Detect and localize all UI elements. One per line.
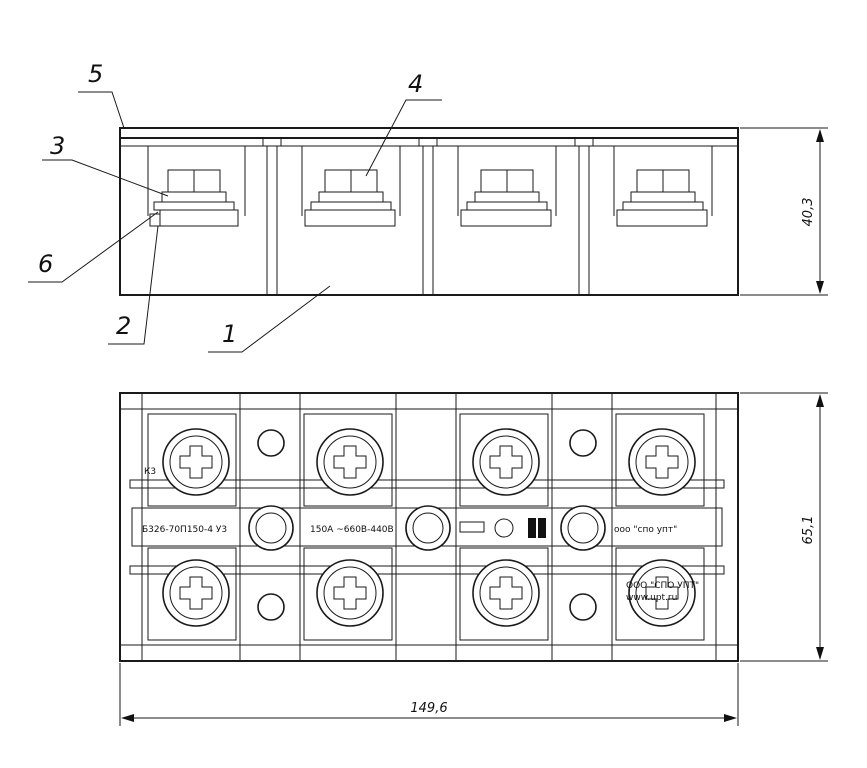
top-view [119, 392, 739, 662]
screw-bottom-3 [472, 559, 540, 627]
mounting-holes-large [248, 505, 606, 551]
dimension-height-side-label: 40,3 [801, 198, 816, 227]
marking-website: www.upt.ru [626, 593, 677, 603]
marking-maker-full: ООО "СПО УПТ" [626, 581, 699, 591]
top-bus-bars [129, 479, 725, 575]
screw-top-3 [472, 428, 540, 496]
terminal-block-body [119, 137, 739, 296]
top-separators [141, 393, 717, 661]
mounting-holes-small [257, 429, 597, 621]
side-screw-1 [149, 169, 239, 227]
callout-3: 3 [50, 132, 65, 160]
side-screw-3 [460, 169, 552, 227]
dimension-width-label: 149,6 [410, 701, 447, 716]
top-view-outline [119, 392, 739, 662]
callout-2: 2 [116, 312, 131, 340]
callout-5: 5 [88, 60, 103, 88]
callout-leaders [28, 91, 442, 353]
marking-rating: 150А ~660В-440В [310, 525, 394, 535]
screw-bottom-4 [628, 559, 696, 627]
dimension-height-top [740, 392, 828, 662]
callout-1: 1 [222, 320, 237, 348]
side-screw-2 [304, 169, 396, 227]
screw-bottom-1 [162, 559, 230, 627]
screw-bottom-2 [316, 559, 384, 627]
side-view [119, 127, 739, 296]
side-separators [262, 137, 594, 296]
top-cells [147, 413, 705, 641]
callout-6: 6 [38, 250, 53, 278]
marking-model: Б326-70П150-4 У3 [142, 525, 227, 535]
side-cell-outlines [147, 146, 713, 216]
dimension-height-top-label: 65,1 [801, 516, 816, 545]
marking-terminal-label: К3 [144, 467, 156, 477]
screw-top-2 [316, 428, 384, 496]
dimension-height-side [740, 127, 828, 296]
certification-marks [459, 518, 546, 538]
screw-top-4 [628, 428, 696, 496]
side-screw-4 [616, 169, 708, 227]
top-cover-strip [119, 127, 739, 139]
marking-maker-short: ооо "спо упт" [614, 525, 677, 535]
dimension-width [119, 663, 739, 726]
callout-4: 4 [408, 70, 423, 98]
screw-top-1 [162, 428, 230, 496]
